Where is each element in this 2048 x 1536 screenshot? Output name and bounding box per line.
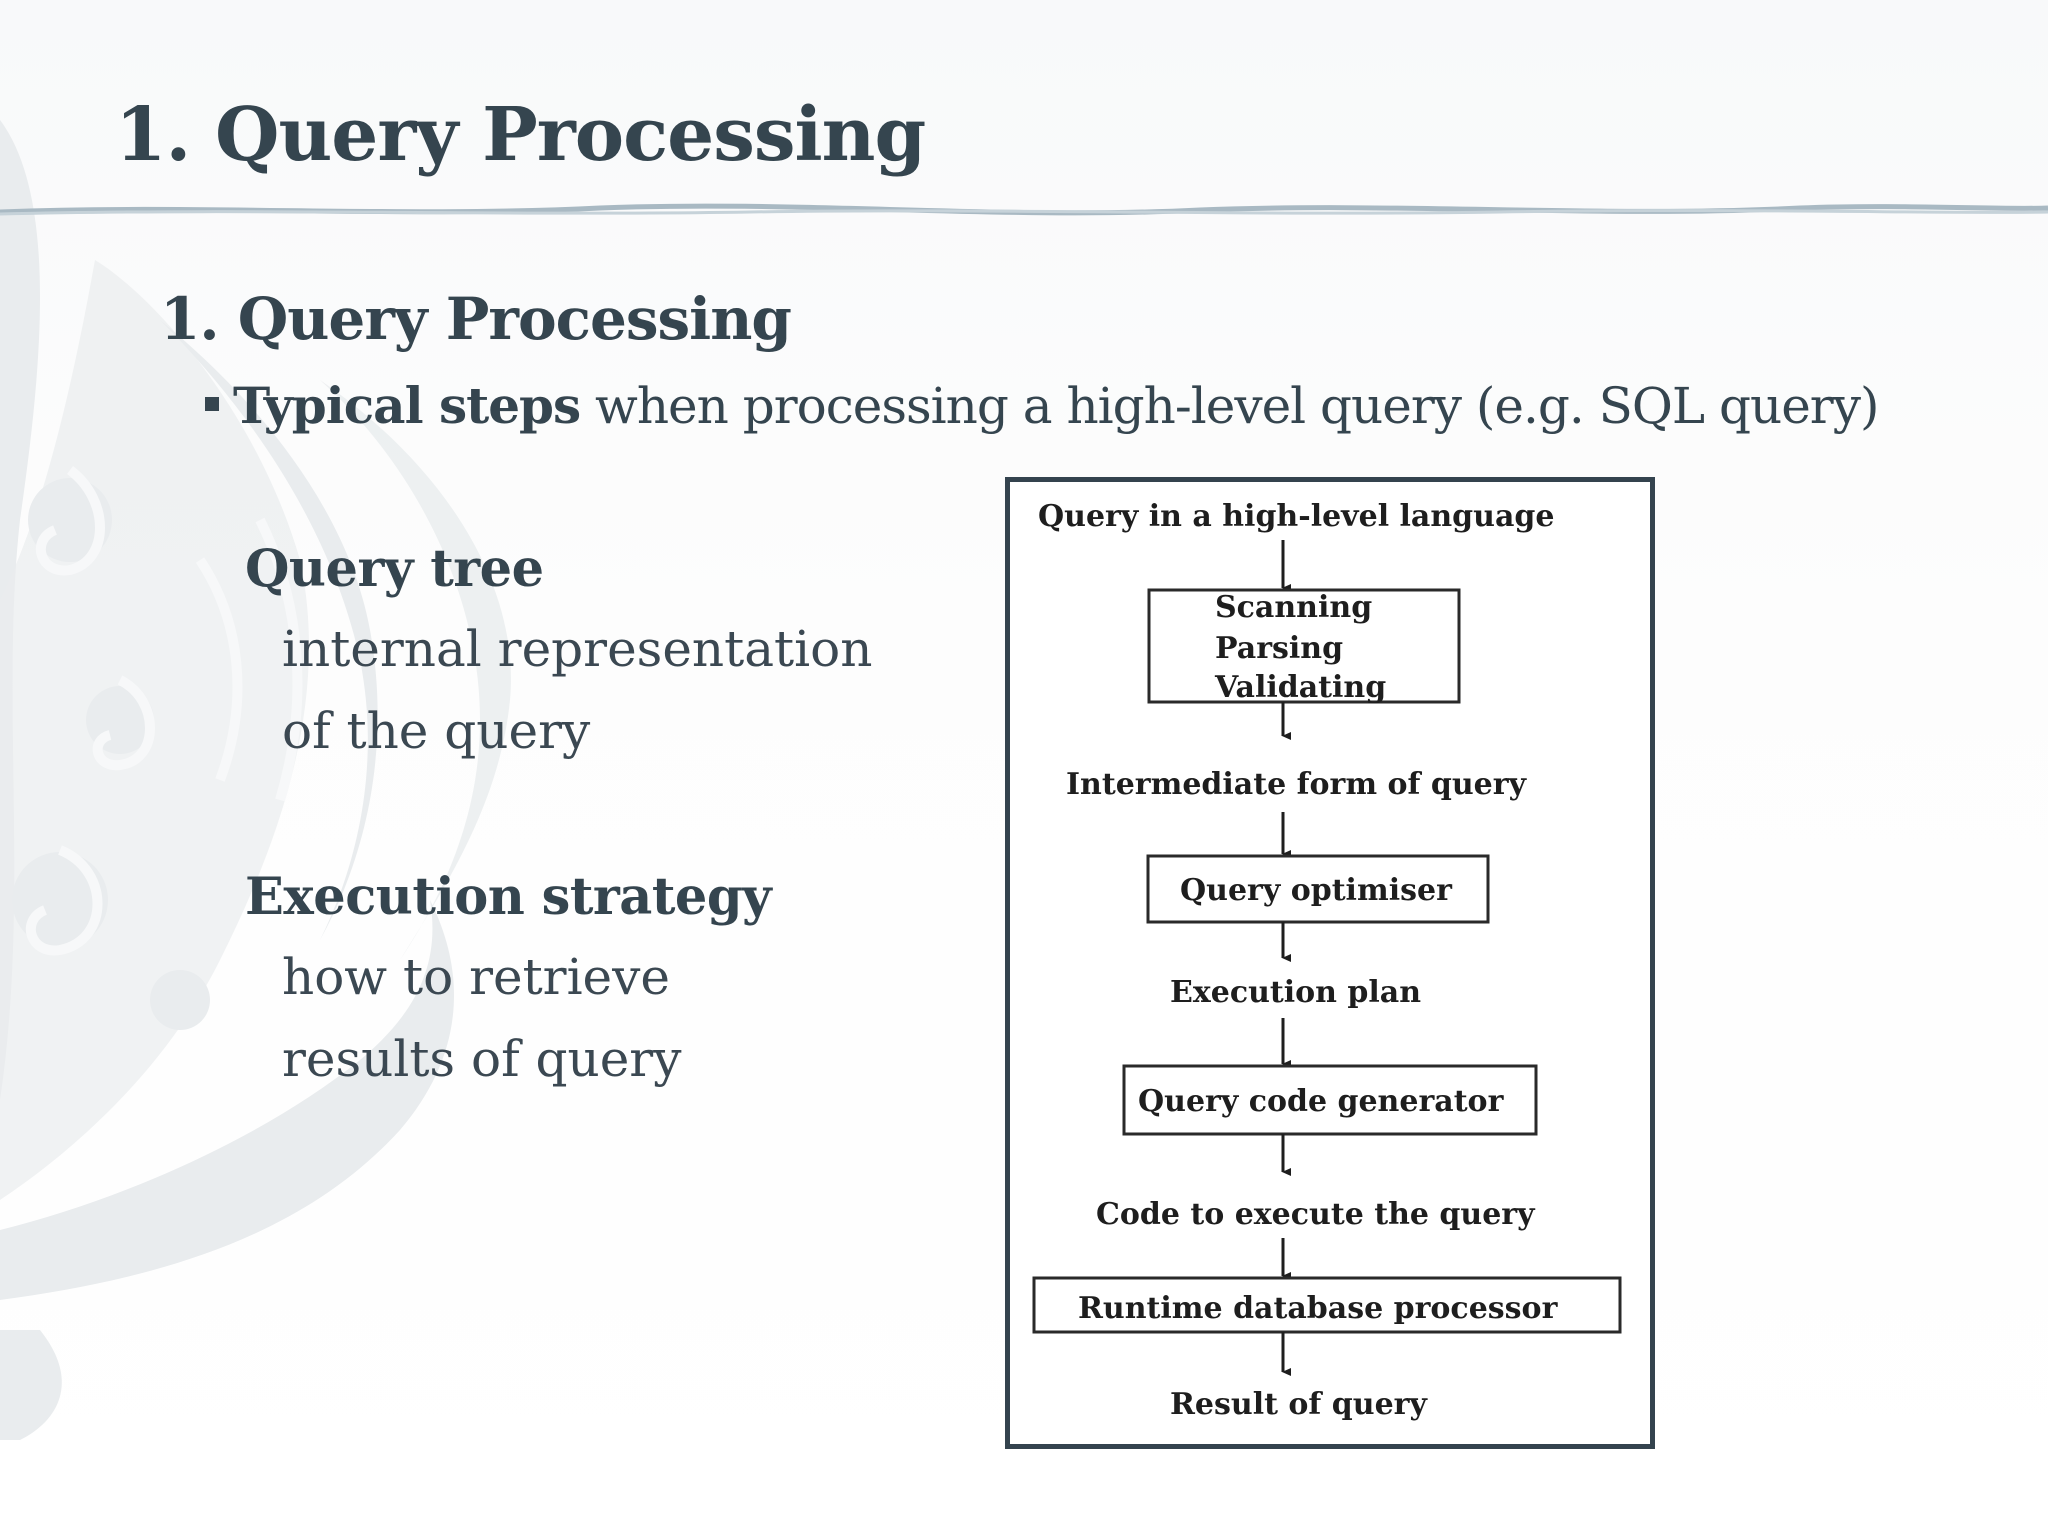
flow-label-execution-plan: Execution plan bbox=[1170, 975, 1421, 1010]
flow-label-result: Result of query bbox=[1170, 1387, 1428, 1422]
flow-label-intermediate: Intermediate form of query bbox=[1066, 767, 1528, 802]
bullet-text: when processing a high-level query (e.g.… bbox=[580, 377, 1879, 435]
title-divider bbox=[0, 203, 2048, 216]
definition-term: Query tree bbox=[245, 539, 544, 599]
definition-term: Execution strategy bbox=[245, 867, 772, 927]
flow-box-runtime-processor bbox=[1032, 1276, 1622, 1334]
definition-line: how to retrieve bbox=[282, 948, 670, 1006]
flow-label-input: Query in a high-level language bbox=[1038, 499, 1554, 534]
square-bullet-icon bbox=[205, 397, 219, 411]
slide-title: 1. Query Processing bbox=[115, 92, 926, 178]
query-processing-flowchart: Query in a high-level language Scanning … bbox=[1005, 477, 1655, 1449]
bullet-emphasis: Typical steps bbox=[233, 376, 581, 435]
definition-line: internal representation bbox=[282, 620, 873, 678]
flow-box-line-scanning: Scanning bbox=[1215, 590, 1372, 625]
definition-line: of the query bbox=[282, 702, 591, 760]
definition-line: results of query bbox=[282, 1030, 682, 1088]
flow-box-line-validating: Validating bbox=[1214, 670, 1386, 705]
flow-box-scan-parse-validate bbox=[1147, 588, 1461, 704]
flow-box-label-optimiser: Query optimiser bbox=[1180, 873, 1453, 908]
flow-box-query-optimiser bbox=[1146, 854, 1490, 924]
flow-label-code: Code to execute the query bbox=[1096, 1197, 1536, 1232]
flowchart-canvas: Query in a high-level language Scanning … bbox=[1032, 499, 1622, 1422]
bullet-typical-steps: Typical steps when processing a high-lev… bbox=[205, 376, 1879, 435]
flow-box-label-runtime: Runtime database processor bbox=[1078, 1291, 1559, 1326]
flow-box-line-parsing: Parsing bbox=[1215, 631, 1343, 666]
section-heading: 1. Query Processing bbox=[160, 285, 792, 353]
definition-query-tree: Query tree internal representation of th… bbox=[245, 538, 872, 782]
definition-execution-strategy: Execution strategy how to retrieve resul… bbox=[245, 866, 772, 1110]
flow-box-code-generator bbox=[1122, 1064, 1538, 1136]
flow-box-label-generator: Query code generator bbox=[1138, 1084, 1505, 1119]
